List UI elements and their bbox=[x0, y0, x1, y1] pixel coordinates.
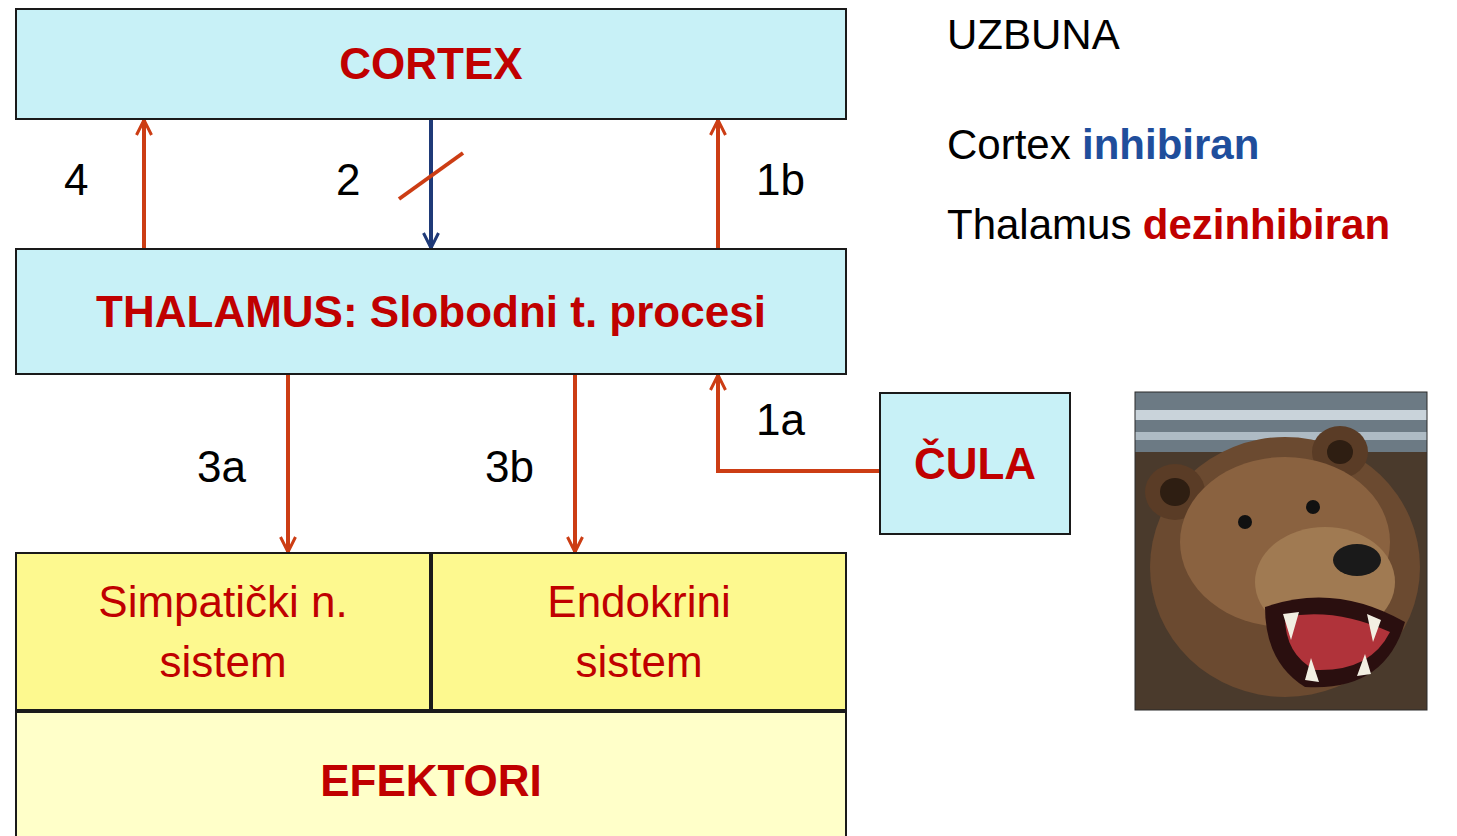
system-box: Simpatički n. sistem bbox=[15, 552, 431, 711]
status-value: inhibiran bbox=[1082, 121, 1259, 168]
status-value: dezinhibiran bbox=[1143, 201, 1390, 248]
callout-number: 2 bbox=[336, 158, 360, 202]
brain-region-box: THALAMUS: Slobodni t. procesi bbox=[15, 248, 847, 375]
signal-arrow bbox=[142, 120, 146, 248]
signal-arrow bbox=[718, 375, 879, 471]
status-line: Cortexinhibiran bbox=[947, 122, 1259, 168]
block-slash bbox=[399, 153, 463, 199]
signal-arrow bbox=[573, 375, 577, 552]
system-box: Endokrini sistem bbox=[431, 552, 847, 711]
effector-band: EFEKTORI bbox=[15, 711, 847, 836]
node-label: Endokrini sistem bbox=[509, 572, 769, 691]
callout-number: 1b bbox=[756, 158, 805, 202]
node-label: Simpatički n. sistem bbox=[63, 572, 383, 691]
node-label: CORTEX bbox=[339, 34, 522, 93]
callout-number: 3a bbox=[197, 445, 246, 489]
node-label: ČULA bbox=[914, 434, 1036, 493]
brain-region-box: CORTEX bbox=[15, 8, 847, 120]
callout-number: 1a bbox=[756, 398, 805, 442]
callout-number: 3b bbox=[485, 445, 534, 489]
signal-arrow bbox=[716, 120, 720, 248]
status-label: Thalamus bbox=[947, 201, 1131, 248]
status-label: Cortex bbox=[947, 121, 1071, 168]
node-label: EFEKTORI bbox=[320, 751, 542, 810]
callout-number: 4 bbox=[64, 158, 88, 202]
input-box: ČULA bbox=[879, 392, 1071, 535]
node-label: THALAMUS: Slobodni t. procesi bbox=[96, 282, 766, 341]
status-line: UZBUNA bbox=[947, 12, 1120, 58]
bear-photo bbox=[1135, 392, 1427, 710]
status-line: Thalamus dezinhibiran bbox=[947, 202, 1390, 248]
signal-arrow bbox=[429, 120, 433, 248]
status-label: UZBUNA bbox=[947, 11, 1120, 58]
signal-arrow bbox=[286, 375, 290, 552]
